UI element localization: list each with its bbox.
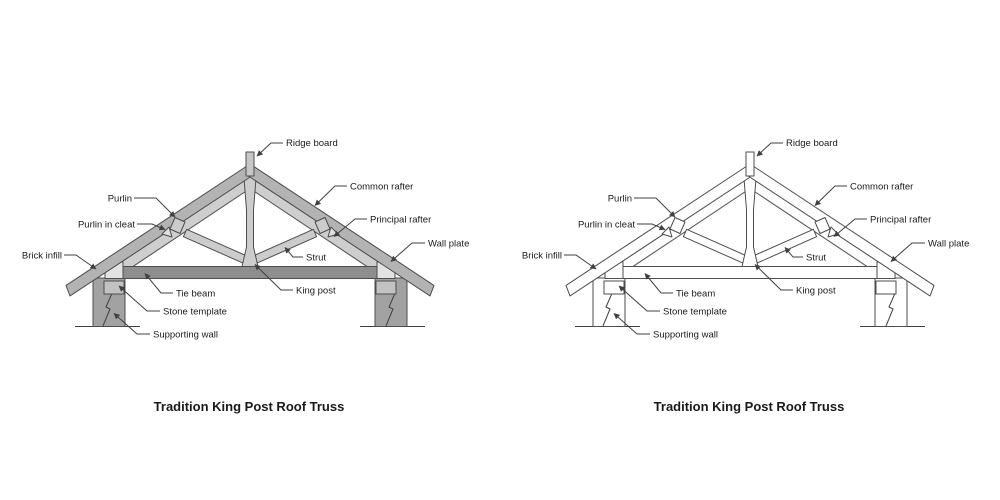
label-common-rafter: Common rafter xyxy=(850,182,913,193)
label-common-rafter: Common rafter xyxy=(350,182,413,193)
truss-drawing-filled: Ridge board Common rafter Principal raft… xyxy=(22,138,469,414)
label-purlin: Purlin xyxy=(108,194,132,205)
label-tie-beam: Tie beam xyxy=(676,289,715,300)
label-purlin-in-cleat: Purlin in cleat xyxy=(578,220,635,231)
diagram-title: Tradition King Post Roof Truss xyxy=(154,399,345,414)
label-ridge-board: Ridge board xyxy=(786,138,838,149)
label-strut: Strut xyxy=(806,253,826,264)
diagram-outline: Ridge board Common rafter Principal raft… xyxy=(500,0,1000,500)
truss-drawing xyxy=(564,143,934,334)
label-wall-plate: Wall plate xyxy=(928,239,969,250)
truss-drawing xyxy=(64,143,434,334)
label-principal-rafter: Principal rafter xyxy=(870,215,931,226)
label-purlin: Purlin xyxy=(608,194,632,205)
label-strut: Strut xyxy=(306,253,326,264)
label-tie-beam: Tie beam xyxy=(176,289,215,300)
label-brick-infill: Brick infill xyxy=(522,251,562,262)
label-brick-infill: Brick infill xyxy=(22,251,62,262)
diagram-filled: Ridge board Common rafter Principal raft… xyxy=(22,138,469,414)
label-king-post: King post xyxy=(796,286,836,297)
diagram-title: Tradition King Post Roof Truss xyxy=(654,399,845,414)
label-principal-rafter: Principal rafter xyxy=(370,215,431,226)
label-supporting-wall: Supporting wall xyxy=(153,330,218,341)
truss-drawing-outline: Ridge board Common rafter Principal raft… xyxy=(522,138,969,414)
label-king-post: King post xyxy=(296,286,336,297)
label-stone-template: Stone template xyxy=(163,307,227,318)
label-supporting-wall: Supporting wall xyxy=(653,330,718,341)
label-ridge-board: Ridge board xyxy=(286,138,338,149)
label-purlin-in-cleat: Purlin in cleat xyxy=(78,220,135,231)
label-stone-template: Stone template xyxy=(663,307,727,318)
label-wall-plate: Wall plate xyxy=(428,239,469,250)
